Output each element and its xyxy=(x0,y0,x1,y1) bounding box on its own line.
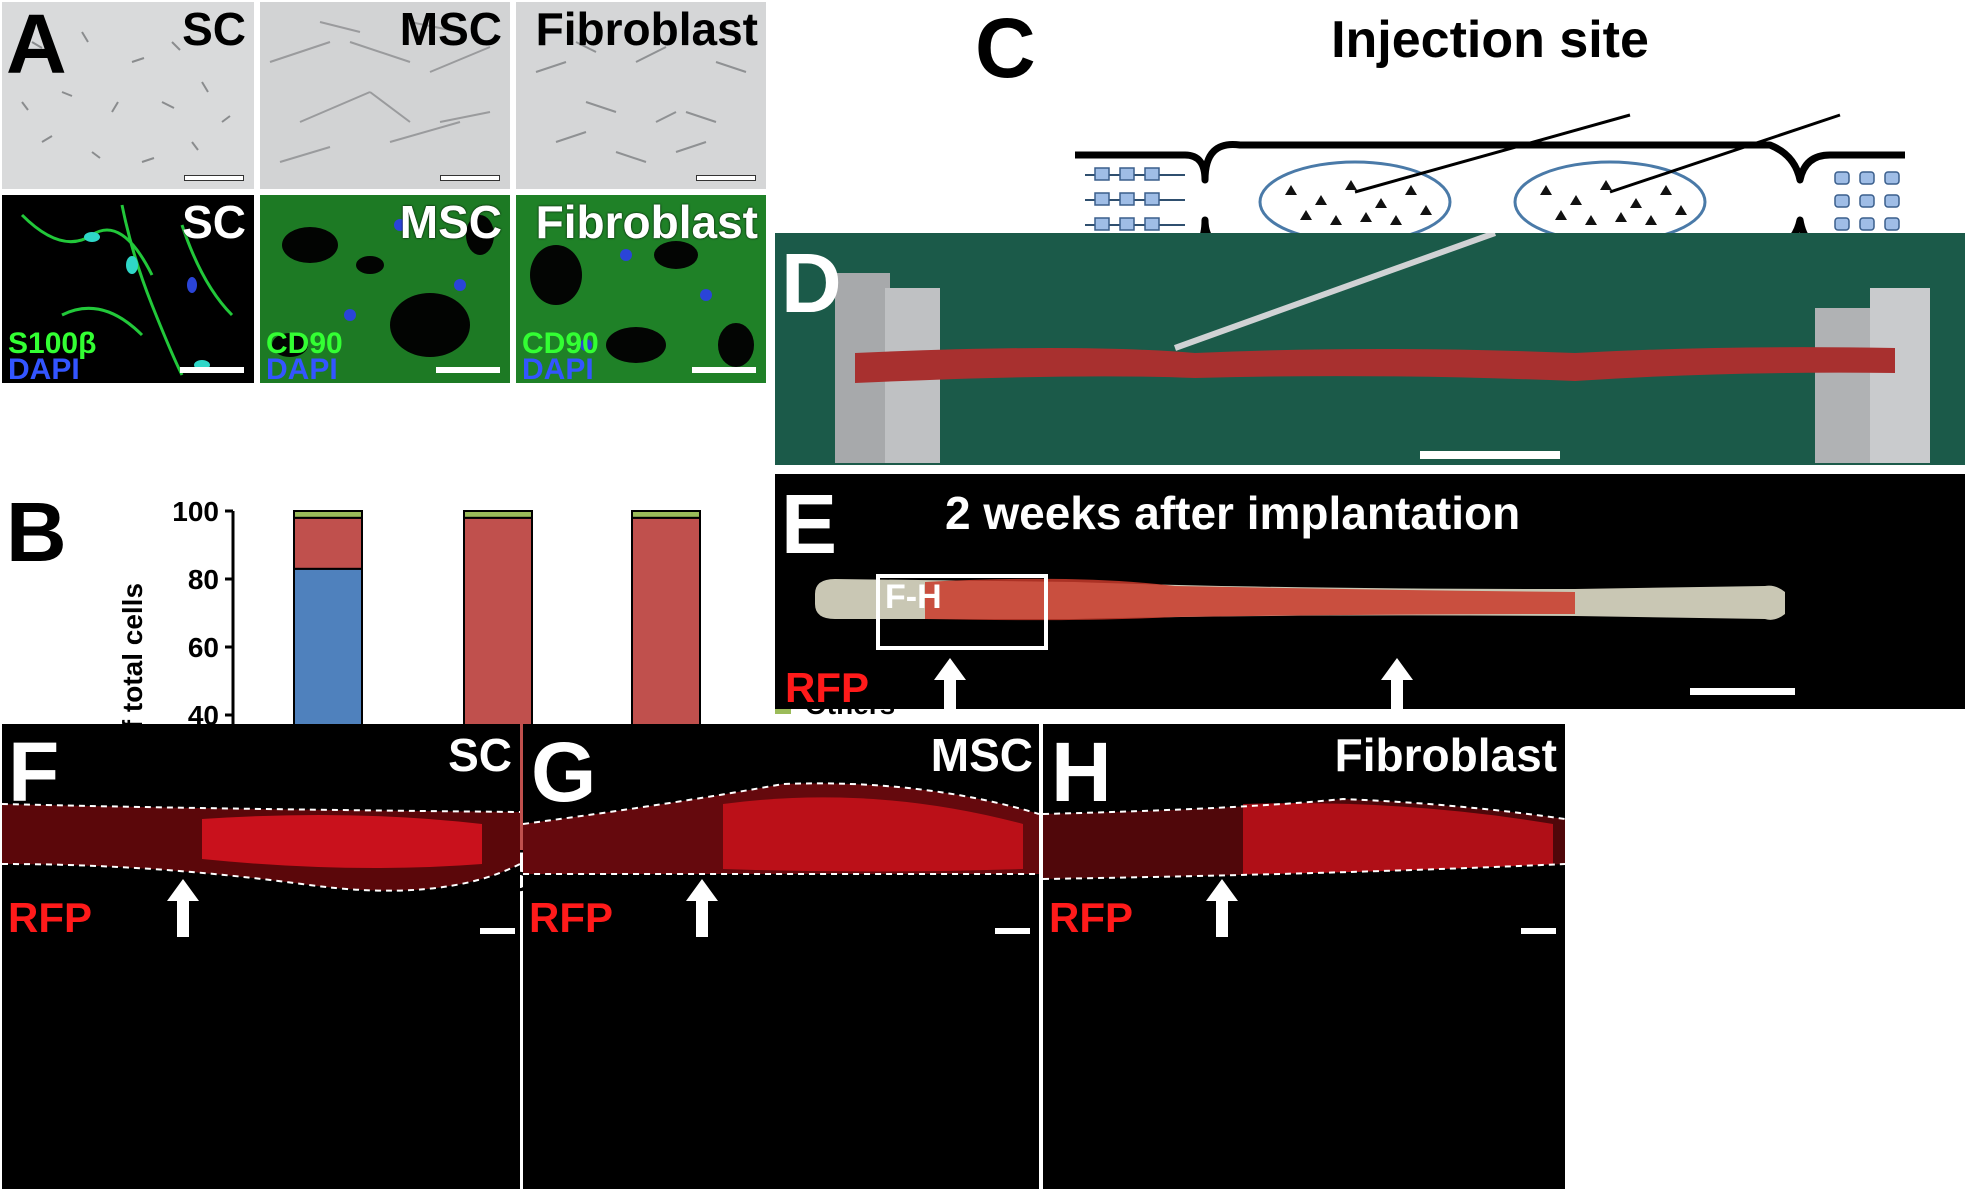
phase-texture xyxy=(269,21,491,163)
phase-label-sc: SC xyxy=(182,3,246,55)
phase-label-msc: MSC xyxy=(399,3,502,55)
y-tick-label: 100 xyxy=(172,496,219,527)
rfp-label: RFP xyxy=(785,664,869,709)
arrow-up-icon xyxy=(1206,879,1238,937)
panel-letter-b: B xyxy=(6,485,67,579)
arrow-up-icon xyxy=(934,658,966,709)
phase-label-fibroblast: Fibroblast xyxy=(535,3,758,55)
photo-rendering xyxy=(1043,797,1565,934)
panel-letter-a: A xyxy=(6,0,67,91)
fluor-image-msc: MSC CD90 DAPI xyxy=(260,195,510,383)
fluor-label-msc: MSC xyxy=(399,196,502,248)
rfp-label: RFP xyxy=(8,894,92,941)
arrow-up-icon xyxy=(167,879,199,937)
arrow-up-icon xyxy=(1381,658,1413,709)
bar-segment xyxy=(631,510,701,519)
panel-letter-d: D xyxy=(781,236,842,330)
photo-rendering xyxy=(815,574,1795,695)
phase-image-fibroblast: Fibroblast xyxy=(516,2,766,189)
section-label-sc: SC xyxy=(448,729,512,781)
panel-letter-e: E xyxy=(781,477,838,571)
panel-letter-g: G xyxy=(531,725,597,819)
scale-bar xyxy=(440,175,500,181)
section-label-fibroblast: Fibroblast xyxy=(1334,729,1557,781)
fluor-texture xyxy=(272,215,494,357)
photo-rendering xyxy=(775,233,1965,465)
stain-counter-label: DAPI xyxy=(266,353,338,384)
panel-letter-f: F xyxy=(8,725,60,819)
phase-image-msc: MSC xyxy=(260,2,510,189)
phase-texture xyxy=(535,41,747,163)
rfp-label: RFP xyxy=(529,894,613,941)
fluor-texture xyxy=(530,241,754,367)
rfp-label: RFP xyxy=(1049,894,1133,941)
phase-texture xyxy=(21,31,231,163)
rfp-section-fibroblast: H Fibroblast RFP xyxy=(1043,724,1565,1189)
arrow-up-icon xyxy=(686,879,718,937)
scale-bar xyxy=(436,367,500,373)
rfp-section-msc: G MSC RFP xyxy=(523,724,1039,1189)
rfp-section-sc: F SC RFP xyxy=(2,724,520,1189)
stain-marker-label: CD90 xyxy=(266,327,343,360)
fluor-image-fibroblast: Fibroblast CD90 DAPI xyxy=(516,195,766,383)
phase-image-sc: SC xyxy=(2,2,254,189)
scale-bar xyxy=(692,367,756,373)
explant-photo: E 2 weeks after implantation F-H RFP xyxy=(775,474,1965,709)
stain-counter-label: DAPI xyxy=(522,353,594,384)
fluor-label-sc: SC xyxy=(182,196,246,248)
explant-title: 2 weeks after implantation xyxy=(945,487,1521,539)
bar-segment xyxy=(293,516,363,570)
surgical-photo: D xyxy=(775,233,1965,465)
stain-marker-label: CD90 xyxy=(522,327,599,360)
bar-segment xyxy=(463,510,533,519)
scale-bar xyxy=(696,175,756,181)
panel-letter-h: H xyxy=(1051,725,1112,819)
schematic-title: Injection site xyxy=(1331,11,1649,69)
photo-rendering xyxy=(2,803,520,934)
fluor-texture xyxy=(20,204,234,376)
stain-counter-label: DAPI xyxy=(8,353,80,384)
panel-letter-c: C xyxy=(975,1,1036,95)
fluor-image-sc: SC S100β DAPI xyxy=(2,195,254,383)
scale-bar xyxy=(184,175,244,181)
section-label-msc: MSC xyxy=(930,729,1033,781)
scale-bar xyxy=(180,367,244,373)
stain-marker-label: S100β xyxy=(8,327,97,360)
y-tick-label: 80 xyxy=(188,564,219,595)
region-box-label: F-H xyxy=(885,578,942,616)
y-tick-label: 60 xyxy=(188,632,219,663)
photo-rendering xyxy=(523,782,1039,934)
bar-segment xyxy=(293,510,363,519)
fluor-label-fibroblast: Fibroblast xyxy=(535,196,758,248)
